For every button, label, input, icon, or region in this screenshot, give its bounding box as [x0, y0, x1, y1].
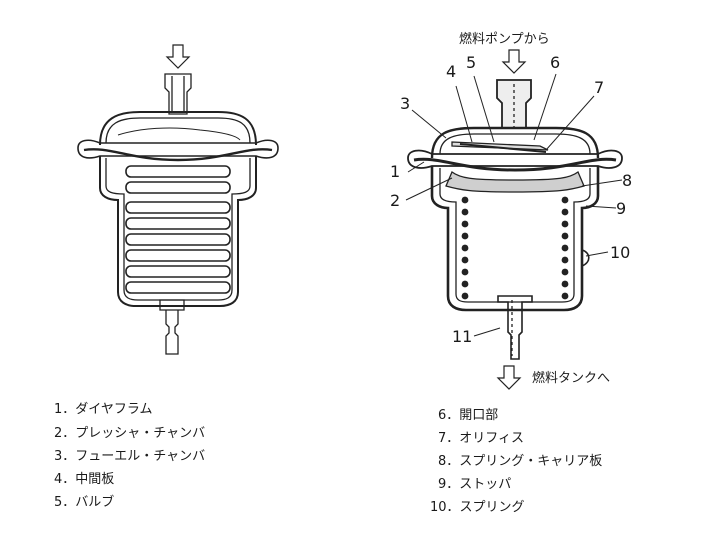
right-spring [461, 196, 569, 300]
to-tank-label: 燃料タンクへ [532, 371, 611, 386]
legend-item-7: 7．オリフィス [438, 431, 525, 446]
right-outlet-pipe [497, 295, 533, 360]
stopper [581, 249, 590, 267]
left-outlet-nozzle [159, 299, 185, 355]
callout-5: 5 [466, 53, 477, 72]
legend-item-5: 5．バルブ [54, 495, 115, 510]
spring-carrier-plate [445, 170, 585, 193]
legend-item-6: 6．開口部 [438, 408, 499, 423]
left-flange [77, 139, 279, 159]
legend-item-1: 1．ダイヤフラム [54, 402, 153, 417]
callout-1: 1 [390, 162, 401, 181]
callout-4: 4 [446, 62, 457, 81]
left-spring [125, 165, 231, 294]
right-flange [407, 149, 623, 169]
legend-item-2: 2．プレッシャ・チャンバ [54, 426, 206, 441]
legend-item-4: 4．中間板 [54, 472, 115, 487]
left-lower-housing [99, 156, 257, 307]
middle-plate [451, 141, 549, 151]
left-upper-housing [99, 111, 257, 146]
callout-2: 2 [390, 191, 401, 210]
legend-item-10: 10．スプリング [430, 500, 525, 515]
legend-item-3: 3．フューエル・チャンバ [54, 449, 206, 464]
left-regulator-view [77, 44, 279, 355]
callout-10: 10 [610, 243, 631, 262]
right-top-housing [430, 126, 600, 159]
legend-item-8: 8．スプリング・キャリア板 [438, 454, 603, 469]
outflow-arrow [496, 365, 522, 390]
callout-9: 9 [616, 199, 627, 218]
left-inlet-nozzle [164, 73, 192, 115]
leader-lines [405, 73, 623, 337]
callout-3: 3 [400, 94, 411, 113]
from-pump-label: 燃料ポンプから [459, 32, 550, 47]
callout-8: 8 [622, 171, 633, 190]
callout-11: 11 [452, 327, 473, 346]
inflow-arrow-right [501, 49, 527, 74]
inflow-arrow-left [165, 44, 191, 69]
right-lower-housing [430, 166, 600, 312]
callout-7: 7 [594, 78, 605, 97]
right-regulator-section [405, 49, 623, 390]
callout-6: 6 [550, 53, 561, 72]
legend-item-9: 9．ストッパ [438, 477, 512, 492]
